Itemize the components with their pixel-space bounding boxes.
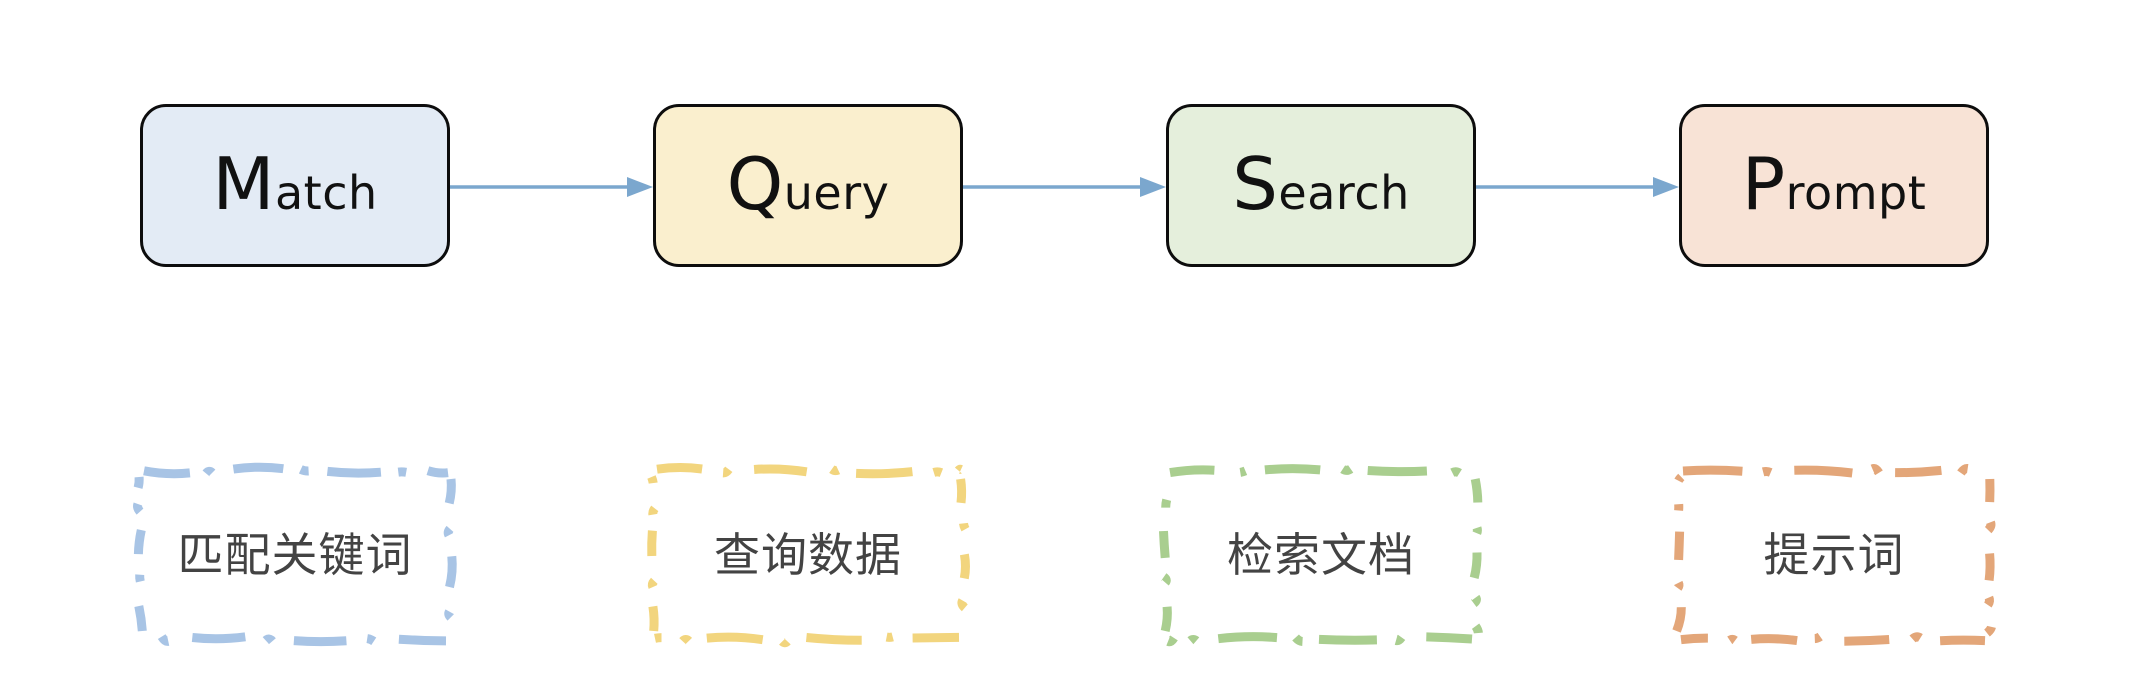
- note-box-search[interactable]: 检索文档: [1159, 464, 1483, 647]
- stage-label-prompt: Prompt: [1742, 148, 1927, 220]
- stage-text-search: earch: [1278, 165, 1410, 220]
- note-label-query: 查询数据: [714, 528, 902, 582]
- stage-label-match: Match: [212, 148, 377, 220]
- arrow-search-to-prompt: [1476, 174, 1679, 200]
- stage-box-query[interactable]: Query: [653, 104, 963, 267]
- stage-box-search[interactable]: Search: [1166, 104, 1476, 267]
- stage-initial-prompt: P: [1741, 141, 1786, 226]
- arrow-match-to-query: [450, 174, 653, 200]
- stage-initial-search: S: [1232, 141, 1279, 226]
- note-box-query[interactable]: 查询数据: [647, 463, 970, 648]
- note-box-match[interactable]: 匹配关键词: [133, 462, 457, 647]
- note-border-sketch-query: [647, 463, 970, 648]
- stage-initial-match: M: [212, 141, 275, 226]
- stage-box-prompt[interactable]: Prompt: [1679, 104, 1989, 267]
- stage-text-prompt: rompt: [1785, 165, 1927, 220]
- stage-text-match: atch: [274, 165, 378, 220]
- note-label-prompt: 提示词: [1763, 528, 1905, 582]
- note-label-search: 检索文档: [1227, 528, 1415, 582]
- note-border-sketch-prompt: [1672, 463, 1996, 646]
- note-border-sketch-match: [133, 462, 457, 647]
- note-label-match: 匹配关键词: [177, 528, 413, 582]
- arrow-query-to-search: [963, 174, 1166, 200]
- stage-text-query: uery: [783, 165, 890, 220]
- stage-box-match[interactable]: Match: [140, 104, 450, 267]
- stage-label-search: Search: [1232, 148, 1410, 220]
- stage-label-query: Query: [727, 148, 890, 220]
- note-border-sketch-search: [1159, 464, 1483, 647]
- note-box-prompt[interactable]: 提示词: [1672, 463, 1996, 646]
- stage-initial-query: Q: [726, 141, 784, 226]
